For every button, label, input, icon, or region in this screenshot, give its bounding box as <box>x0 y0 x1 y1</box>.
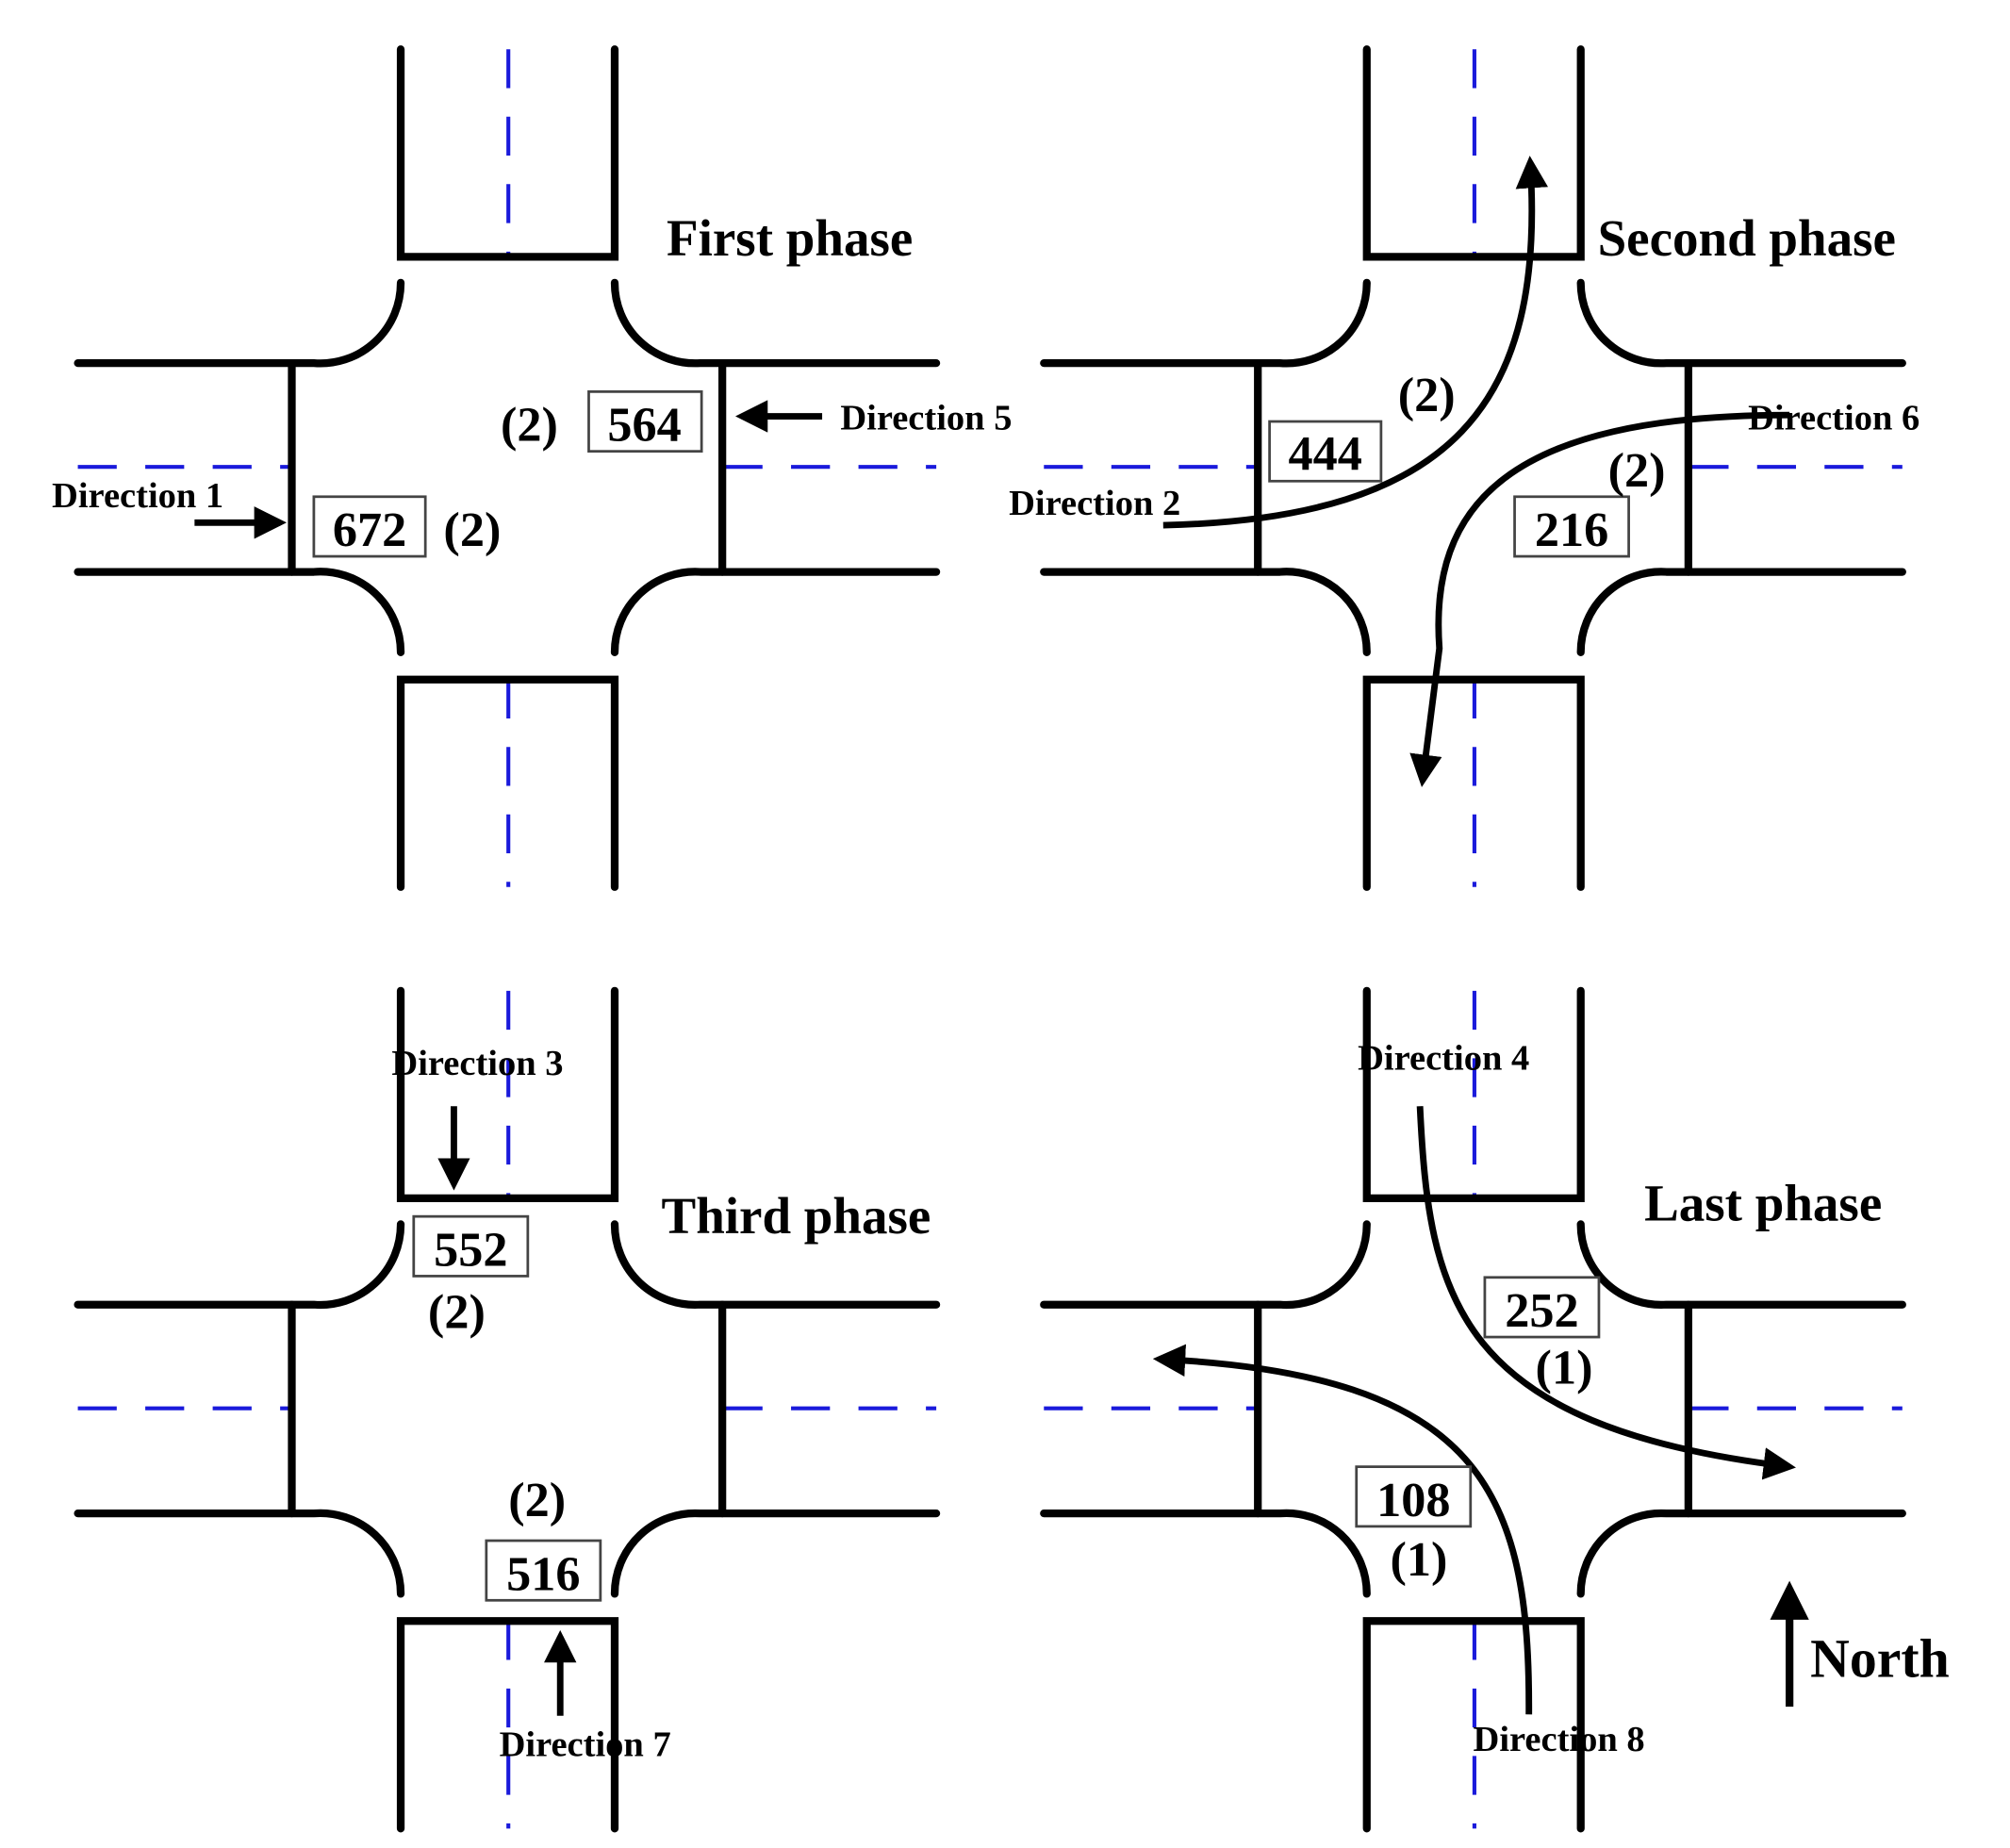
lane-count: (2) <box>501 398 558 453</box>
direction-label: Direction 3 <box>391 1044 563 1083</box>
volume-box <box>587 390 703 454</box>
north-indicator: North <box>1770 1580 1950 1708</box>
north-label: North <box>1810 1629 1950 1689</box>
lane-count: (1) <box>1391 1532 1448 1587</box>
volume-value: 564 <box>607 398 681 453</box>
lane-count: (1) <box>1536 1341 1593 1395</box>
phase-panel-3: Third phase Direction 3 552 (2) (2) 516 … <box>78 991 937 1829</box>
volume-box <box>485 1539 602 1602</box>
direction-label: Direction 8 <box>1474 1720 1645 1759</box>
volume-box <box>312 495 427 558</box>
volume-value: 672 <box>333 503 406 557</box>
phase-title: First phase <box>667 209 913 267</box>
volume-value: 216 <box>1535 503 1608 557</box>
volume-value: 552 <box>434 1222 507 1277</box>
phase-title: Third phase <box>662 1187 931 1245</box>
volume-value: 252 <box>1505 1283 1578 1338</box>
phase-panel-1: First phase Direction 1 672 (2) Directio… <box>52 49 1012 887</box>
volume-value: 444 <box>1289 426 1362 481</box>
direction-label: Direction 6 <box>1748 398 1919 437</box>
lane-count: (2) <box>443 503 501 557</box>
volume-value: 108 <box>1376 1473 1450 1527</box>
lane-count: (2) <box>508 1473 566 1527</box>
direction-label: Direction 2 <box>1009 484 1180 523</box>
volume-box <box>1513 495 1630 558</box>
volume-box <box>1268 420 1383 483</box>
volume-box <box>412 1214 530 1278</box>
flow-arrow-direction-8 <box>1152 1344 1533 1715</box>
phase-title: Last phase <box>1644 1174 1882 1231</box>
lane-count: (2) <box>428 1284 486 1339</box>
direction-label: Direction 5 <box>840 398 1012 437</box>
volume-box <box>1355 1465 1473 1528</box>
lane-count: (2) <box>1608 443 1666 498</box>
direction-label: Direction 7 <box>500 1724 671 1764</box>
lane-count: (2) <box>1398 368 1456 422</box>
phase-title: Second phase <box>1598 209 1896 267</box>
volume-value: 516 <box>506 1546 580 1601</box>
phase-panel-4: Last phase Direction 4 252 (1) 108 (1) D… <box>1044 991 1903 1829</box>
direction-label: Direction 1 <box>52 476 223 516</box>
phase-panel-2: Second phase Direction 2 444 (2) Directi… <box>1009 49 1919 887</box>
flow-arrow-direction-4 <box>1416 1106 1796 1480</box>
direction-label: Direction 4 <box>1358 1039 1529 1079</box>
volume-box <box>1483 1276 1601 1339</box>
flow-arrow-direction-6 <box>1409 411 1790 787</box>
flow-arrow-direction-2 <box>1162 156 1548 529</box>
